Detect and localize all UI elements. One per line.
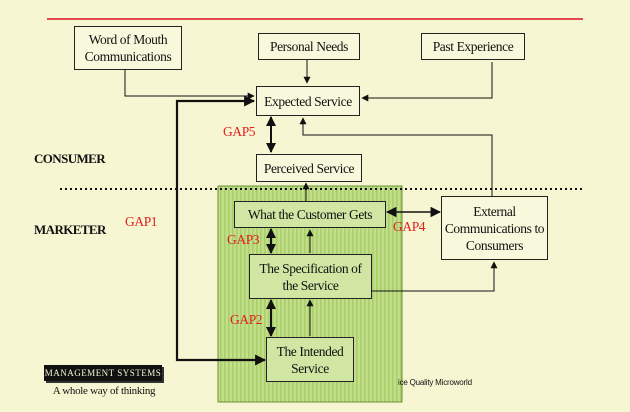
external-communications-label: External Communications to Consumers bbox=[444, 203, 545, 253]
personal-needs-box: Personal Needs bbox=[258, 33, 360, 60]
external-communications-box: External Communications to Consumers bbox=[441, 196, 548, 260]
gap2-label: GAP2 bbox=[230, 312, 263, 327]
past-experience-box: Past Experience bbox=[421, 33, 525, 60]
logo-badge-text: MANAGEMENT SYSTEMS bbox=[44, 368, 162, 378]
word-of-mouth-label: Word of Mouth Communications bbox=[84, 32, 172, 64]
logo-tagline: A whole way of thinking bbox=[52, 385, 156, 397]
what-customer-gets-box: What the Customer Gets bbox=[234, 201, 386, 228]
specification-label: The Specification of the Service bbox=[259, 260, 362, 293]
intended-service-label: The Intended Service bbox=[276, 343, 344, 376]
gap1-label: GAP1 bbox=[125, 214, 158, 229]
specification-box: The Specification of the Service bbox=[249, 254, 372, 299]
expected-service-label: Expected Service bbox=[264, 93, 352, 109]
marketer-label: MARKETER bbox=[34, 222, 106, 237]
expected-service-box: Expected Service bbox=[256, 86, 360, 116]
credit-text: ice Quality Microworld bbox=[398, 378, 472, 387]
gap5-label: GAP5 bbox=[223, 124, 256, 139]
management-systems-logo: MANAGEMENT SYSTEMS bbox=[44, 365, 162, 381]
past-experience-label: Past Experience bbox=[432, 39, 514, 54]
consumer-label: CONSUMER bbox=[34, 151, 106, 166]
gap3-label: GAP3 bbox=[227, 232, 260, 247]
personal-needs-label: Personal Needs bbox=[269, 39, 348, 54]
perceived-service-label: Perceived Service bbox=[263, 160, 355, 176]
intended-service-box: The Intended Service bbox=[266, 337, 354, 382]
what-customer-gets-label: What the Customer Gets bbox=[247, 207, 373, 222]
perceived-service-box: Perceived Service bbox=[256, 154, 362, 182]
gap4-label: GAP4 bbox=[393, 219, 426, 234]
word-of-mouth-box: Word of Mouth Communications bbox=[74, 26, 182, 70]
